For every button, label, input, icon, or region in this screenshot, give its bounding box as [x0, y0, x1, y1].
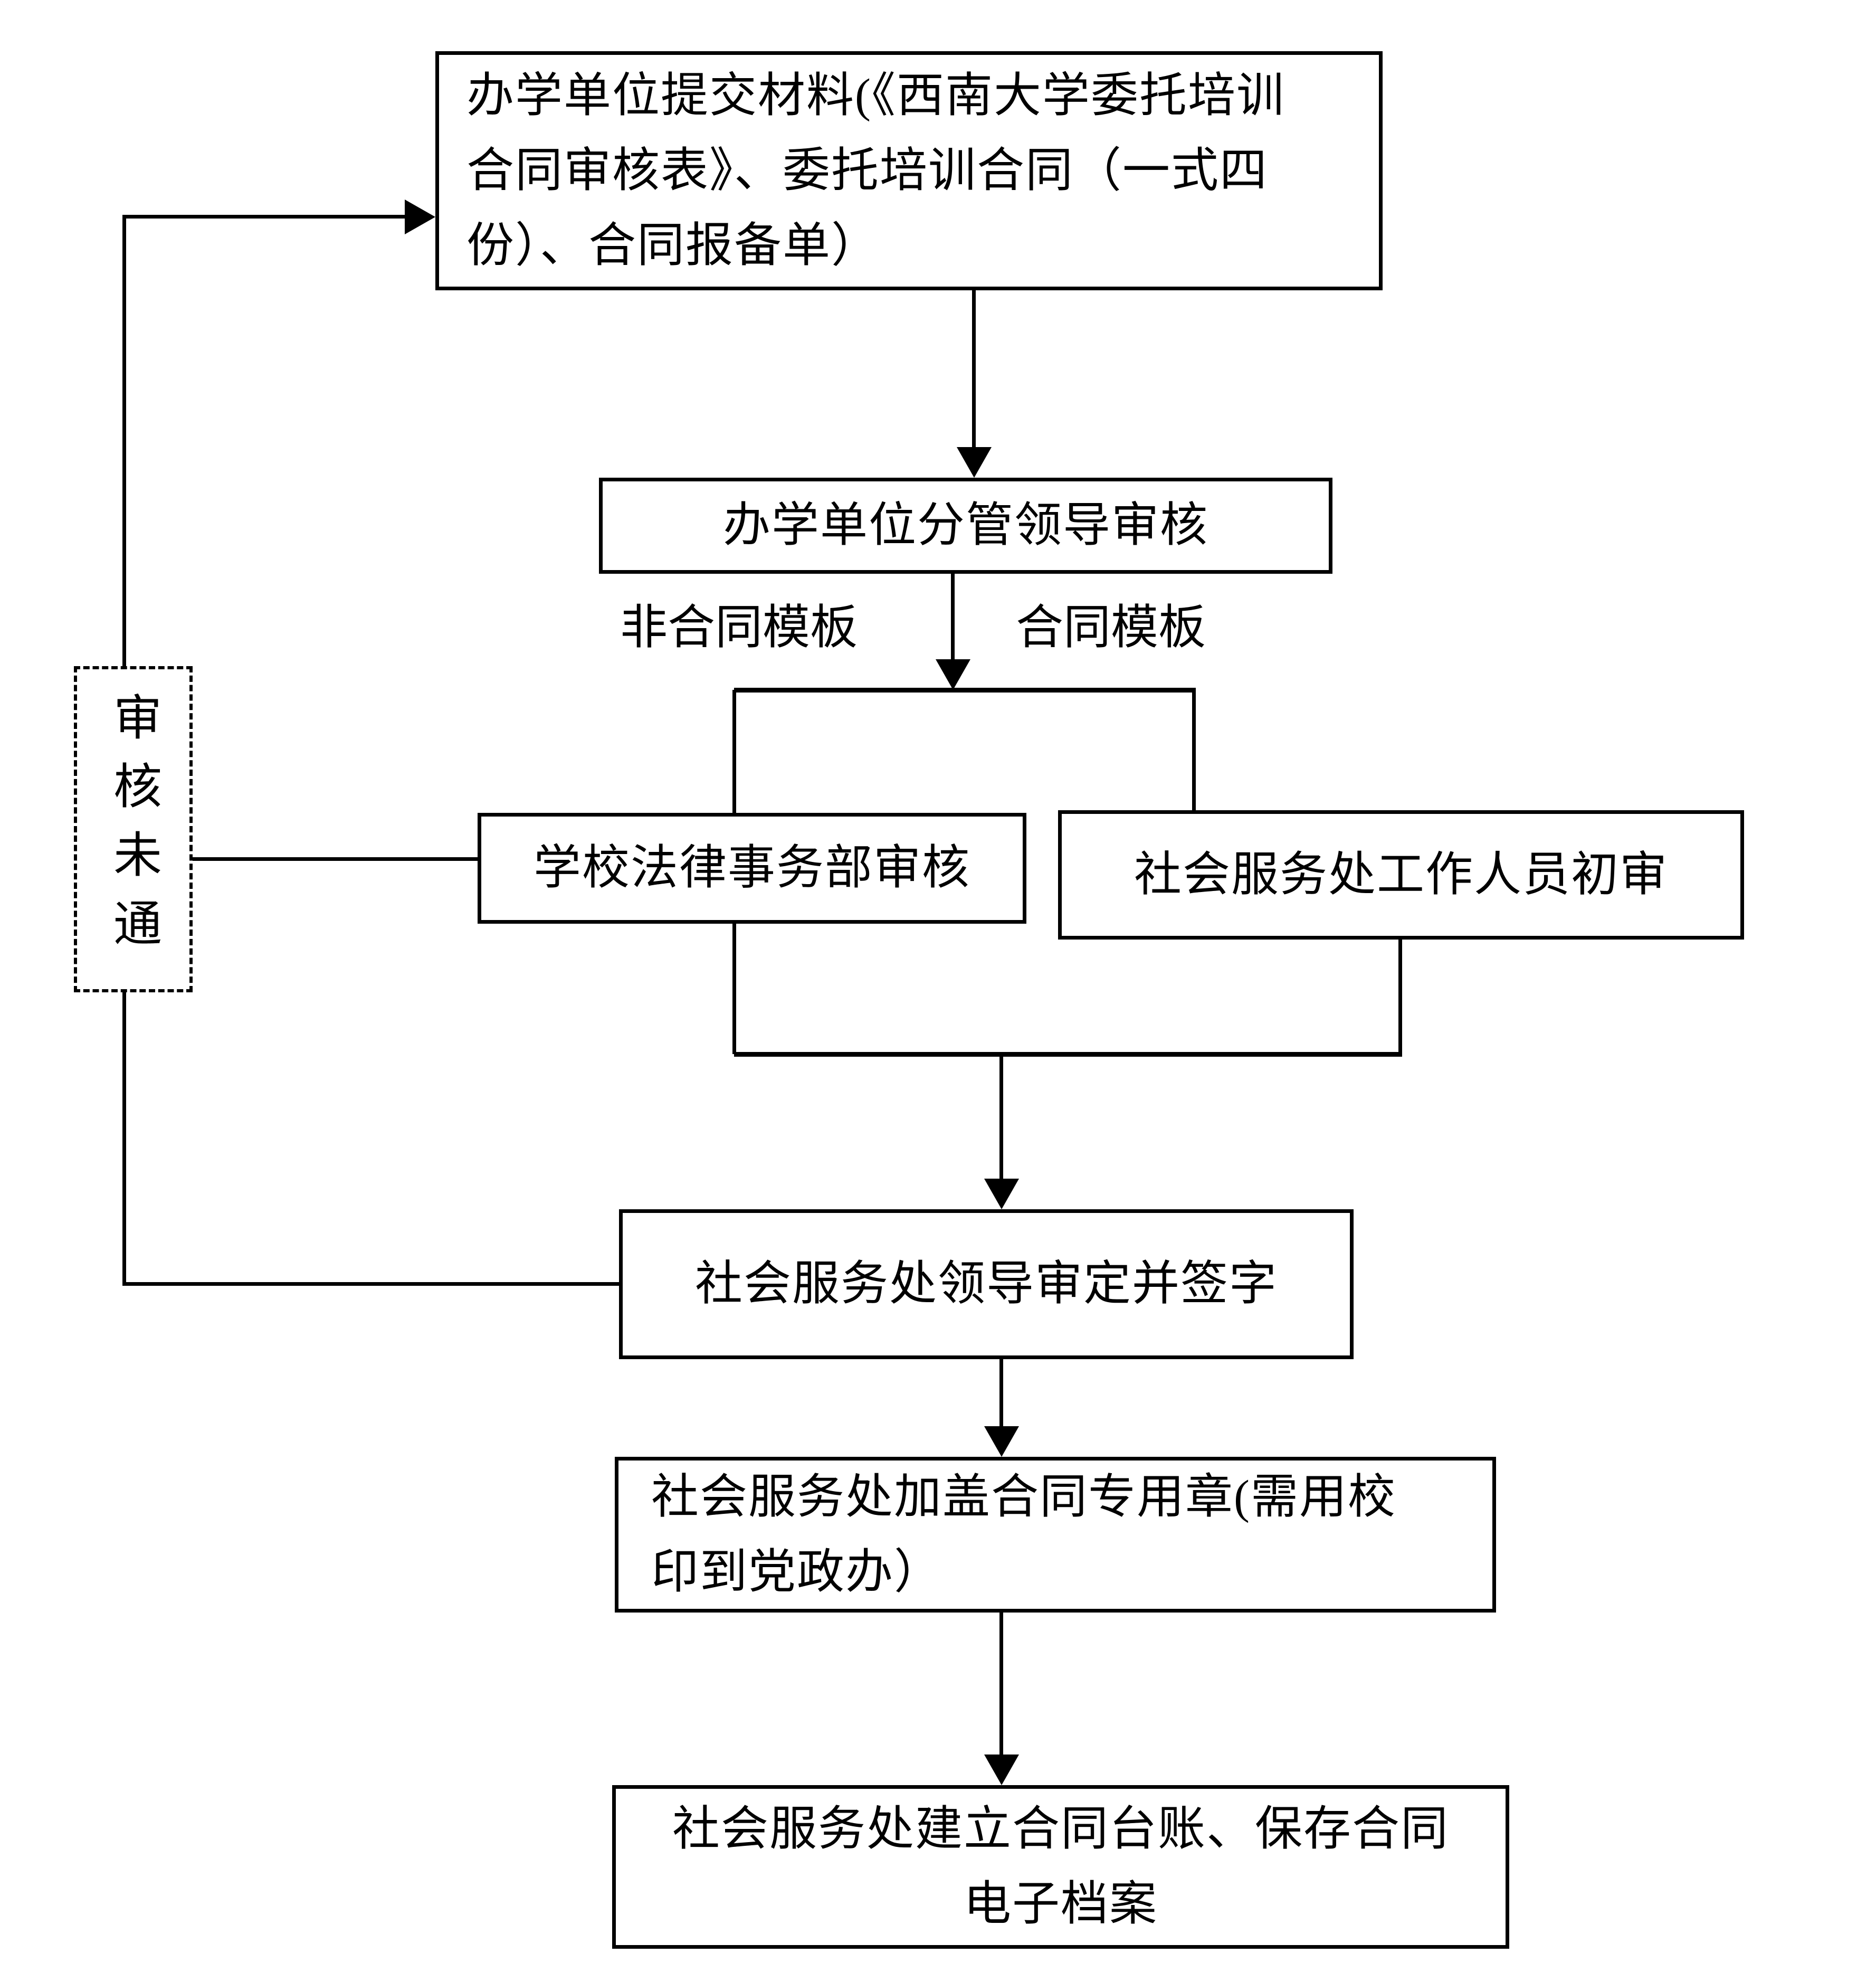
- node-text-line: 社会服务处工作人员初审: [1134, 848, 1668, 901]
- connector-feedback-rise-upper: [122, 216, 126, 666]
- node-archive-contract: 社会服务处建立合同台账、保存合同 电子档案: [612, 1785, 1509, 1949]
- node-text-line: 电子档案: [964, 1878, 1158, 1930]
- arrowhead-right-icon: [405, 200, 435, 234]
- connector-feedback-top: [122, 215, 405, 219]
- node-text-line: 份）、合同报备单）: [466, 219, 880, 272]
- connector-leader-to-split: [951, 574, 955, 661]
- connector-split-left-drop: [732, 690, 736, 813]
- arrowhead-down-icon: [984, 1179, 1019, 1209]
- node-text-line: 办学单位提交材料(《西南大学委托培训: [466, 69, 1285, 122]
- connector-failed-to-legal: [193, 857, 478, 861]
- arrowhead-down-icon: [984, 1755, 1019, 1785]
- connector-merge-to-approval: [999, 1057, 1003, 1179]
- connector-submit-to-leader: [972, 290, 976, 449]
- connector-split-right-drop: [1192, 690, 1196, 810]
- node-text-line: 社会服务处建立合同台账、保存合同: [672, 1803, 1449, 1855]
- node-text-line: 办学单位分管领导审核: [723, 499, 1208, 552]
- connector-merge-bar: [734, 1052, 1402, 1057]
- connector-approval-to-seal: [999, 1359, 1003, 1428]
- arrowhead-down-icon: [936, 659, 970, 690]
- node-text-line: 学校法律事务部审核: [534, 842, 970, 894]
- node-leader-review: 办学单位分管领导审核: [599, 478, 1332, 574]
- connector-split-bar: [734, 688, 1196, 693]
- node-text-line: 合同审核表》、委托培训合同（一式四: [466, 144, 1268, 197]
- node-submit-materials: 办学单位提交材料(《西南大学委托培训 合同审核表》、委托培训合同（一式四 份）、…: [435, 51, 1383, 290]
- node-review-failed: 审核未通: [74, 666, 193, 992]
- node-service-leader-approval: 社会服务处领导审定并签字: [619, 1209, 1354, 1359]
- connector-feedback-bottom: [124, 1282, 619, 1286]
- connector-seal-to-archive: [999, 1613, 1003, 1755]
- node-text-vertical: 审核未通: [106, 692, 160, 966]
- node-service-staff-initial-review: 社会服务处工作人员初审: [1058, 810, 1744, 940]
- node-text-line: 社会服务处领导审定并签字: [695, 1258, 1278, 1310]
- node-text-line: 社会服务处加盖合同专用章(需用校: [651, 1471, 1396, 1523]
- node-seal-contract: 社会服务处加盖合同专用章(需用校 印到党政办）: [615, 1457, 1496, 1613]
- node-legal-affairs-review: 学校法律事务部审核: [478, 813, 1026, 924]
- connector-legal-to-merge: [732, 924, 736, 1054]
- node-text-line: 印到党政办）: [651, 1545, 942, 1598]
- arrowhead-down-icon: [984, 1426, 1019, 1457]
- connector-initial-to-merge: [1398, 940, 1402, 1054]
- label-contract-template: 合同模板: [1016, 602, 1206, 654]
- label-non-contract-template: 非合同模板: [620, 602, 858, 654]
- arrowhead-down-icon: [957, 447, 992, 478]
- connector-feedback-rise-lower: [122, 992, 126, 1286]
